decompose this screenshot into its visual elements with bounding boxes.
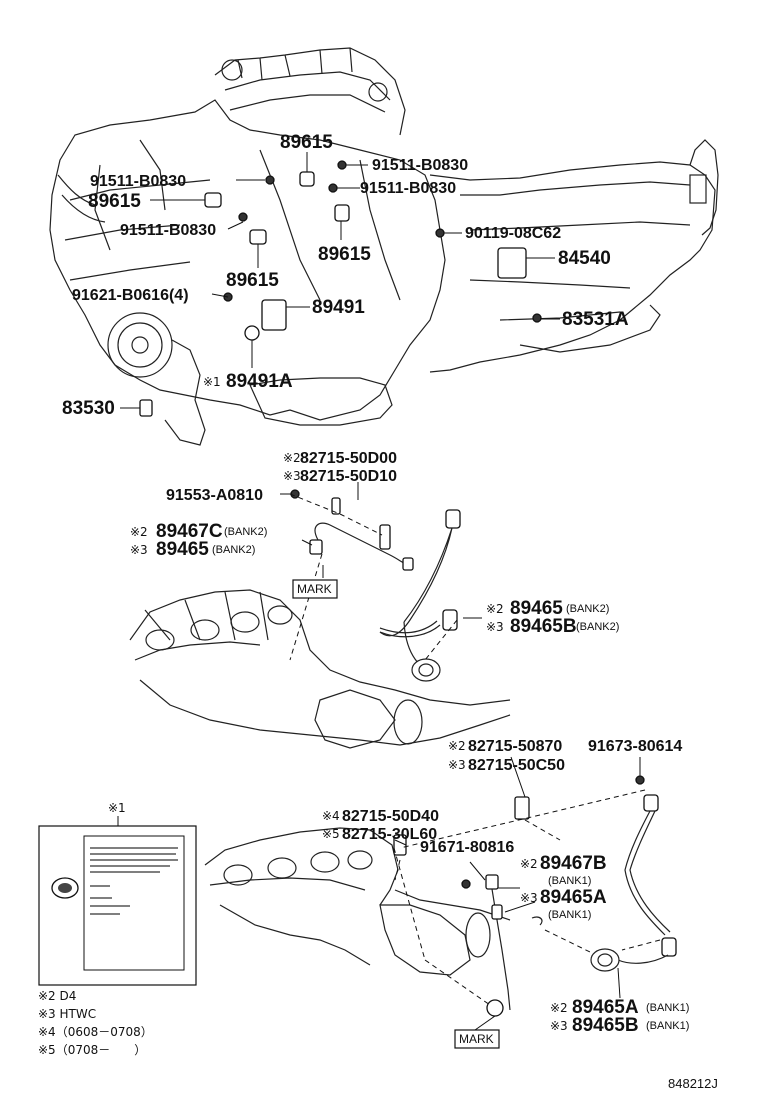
label-89465b-b1-suffix: (BANK1)	[646, 1020, 689, 1032]
inset-panel: ※1	[38, 801, 197, 986]
label-89465b-b1-mark: ※3	[550, 1019, 568, 1033]
label-89615-b: 89615	[88, 191, 141, 212]
label-89465b-b2-suffix: (BANK2)	[576, 621, 619, 633]
label-89465-bank2-suffix: (BANK2)	[212, 544, 255, 556]
label-82715-50d00: 82715-50D00	[300, 450, 397, 467]
label-91511-b0830-b: 91511-B0830	[372, 157, 468, 174]
label-91671-80816: 91671-80816	[420, 839, 514, 856]
leader-lines	[120, 152, 641, 1031]
label-83531a: 83531A	[562, 309, 629, 330]
label-89465a-b1-r-mark: ※2	[550, 1001, 568, 1015]
label-89467b-mark: ※2	[520, 857, 538, 871]
label-89465b-b2: 89465B	[510, 616, 577, 637]
inset-label-lines	[90, 847, 178, 915]
mark-box-lower-text: MARK	[459, 1032, 494, 1046]
bank2-exhaust-illustration	[129, 589, 511, 749]
inset-mark: ※1	[108, 801, 126, 815]
label-89491a-mark: ※1	[203, 375, 221, 389]
label-89467b: 89467B	[540, 853, 607, 874]
label-91553-a0810: 91553-A0810	[166, 487, 263, 504]
label-89615-a: 89615	[280, 132, 333, 153]
legend-item-0708: ※5（0708－ ）	[38, 1043, 146, 1057]
label-89615-d: 89615	[226, 270, 279, 291]
label-91511-b0830-d: 91511-B0830	[120, 222, 216, 239]
label-82715-50d10: 82715-50D10	[300, 468, 397, 485]
label-89465a-b1-mark: ※3	[520, 891, 538, 905]
label-89465b-b2-mark: ※3	[486, 620, 504, 634]
label-91621-b0616: 91621-B0616(4)	[72, 287, 189, 304]
bank1-sensors	[393, 775, 677, 1017]
label-89491: 89491	[312, 297, 365, 318]
label-89465b-b1: 89465B	[572, 1015, 639, 1036]
mark-box-upper-text: MARK	[297, 582, 332, 596]
label-89465a-b1-r: 89465A	[572, 997, 639, 1018]
label-82715-30l60: 82715-30L60	[342, 826, 437, 843]
label-89467c-suffix: (BANK2)	[224, 526, 267, 538]
label-82715-50c50-mark: ※3	[448, 758, 466, 772]
label-91511-b0830-c: 91511-B0830	[360, 180, 456, 197]
label-89467c-mark: ※2	[130, 525, 148, 539]
label-89465-bank2-mark: ※3	[130, 543, 148, 557]
label-82715-50870-mark: ※2	[448, 739, 466, 753]
label-82715-50d40-mark: ※4	[322, 809, 340, 823]
label-84540: 84540	[558, 248, 611, 269]
label-91511-b0830-a: 91511-B0830	[90, 173, 186, 190]
label-89467c: 89467C	[156, 521, 223, 542]
diagram-code: 848212J	[668, 1076, 718, 1091]
bank1-exhaust-illustration	[204, 827, 511, 976]
engine-illustration	[49, 47, 719, 446]
label-89615-c: 89615	[318, 244, 371, 265]
legend-item-d4: ※2 D4	[38, 989, 76, 1003]
label-82715-50870: 82715-50870	[468, 738, 562, 755]
legend: ※2 D4 ※3 HTWC ※4（0608－0708） ※5（0708－ ）	[38, 989, 153, 1057]
mark-box-lower: MARK	[454, 1029, 500, 1049]
mark-box-upper: MARK	[292, 579, 338, 599]
label-91673-80614: 91673-80614	[588, 738, 682, 755]
label-89465a-b1-r-suffix: (BANK1)	[646, 1002, 689, 1014]
label-89465-b2-r: 89465	[510, 598, 563, 619]
label-89465a-b1-suffix: (BANK1)	[548, 909, 591, 921]
label-89465-b2-r-mark: ※2	[486, 602, 504, 616]
label-82715-50d10-mark: ※3	[283, 469, 301, 483]
label-89465a-b1: 89465A	[540, 887, 607, 908]
label-83530: 83530	[62, 398, 115, 419]
label-89491a: 89491A	[226, 371, 293, 392]
label-90119-08c62: 90119-08C62	[465, 225, 561, 242]
legend-item-htwc: ※3 HTWC	[38, 1007, 96, 1021]
label-89467b-suffix: (BANK1)	[548, 875, 591, 887]
label-82715-50c50: 82715-50C50	[468, 757, 565, 774]
label-82715-30l60-mark: ※5	[322, 827, 340, 841]
label-82715-50d40: 82715-50D40	[342, 808, 439, 825]
label-82715-50d00-mark: ※2	[283, 451, 301, 465]
legend-item-0608-0708: ※4（0608－0708）	[38, 1025, 153, 1039]
label-89465-bank2: 89465	[156, 539, 209, 560]
label-89465-b2-r-suffix: (BANK2)	[566, 603, 609, 615]
dashed-lines	[289, 493, 661, 1006]
part-labels: 89615 91511-B0830 91511-B0830 89615 9151…	[62, 132, 689, 1036]
